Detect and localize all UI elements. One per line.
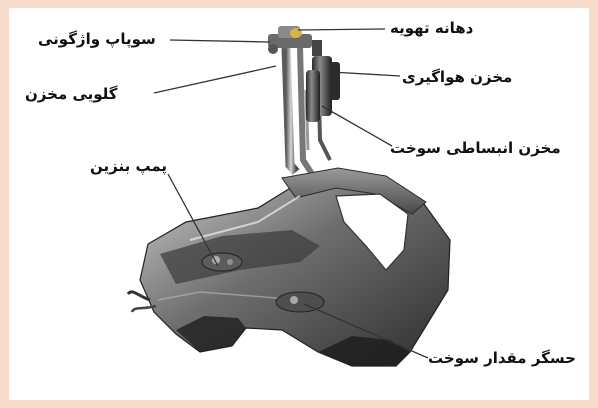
leader-vent-port	[298, 29, 385, 30]
leader-expansion-tank	[322, 106, 392, 146]
label-fuel-gauge-sender: حسگر مقدار سوخت	[428, 349, 576, 367]
leader-filler-neck	[154, 66, 276, 93]
leader-charcoal-canister	[331, 72, 400, 76]
canisters	[306, 56, 340, 122]
label-vent-valve: سوپاپ واژگونی	[38, 30, 156, 48]
label-charcoal-canister: مخزن هواگیری	[402, 68, 512, 86]
label-vent-port: دهانه تهویه	[390, 19, 473, 37]
leader-vent-valve	[170, 40, 270, 42]
label-expansion-tank: مخزن انبساطی سوخت	[390, 139, 561, 157]
label-filler-neck: گلویی مخزن	[25, 85, 118, 103]
fuel-tank	[128, 168, 450, 366]
top-fittings	[268, 26, 322, 56]
label-fuel-pump: پمپ بنزین	[90, 157, 167, 175]
